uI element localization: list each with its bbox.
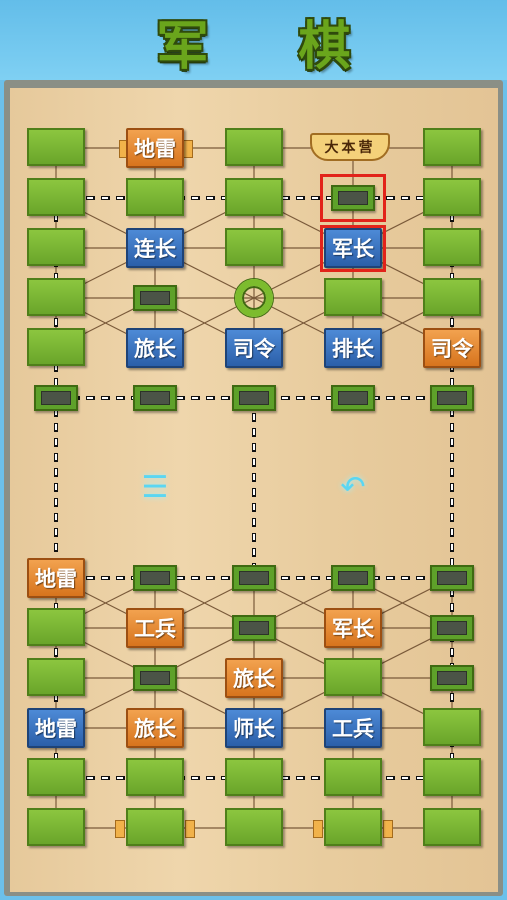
camp-square[interactable] (331, 185, 375, 211)
board-square[interactable] (423, 708, 481, 746)
undo-icon[interactable]: ↶ (340, 470, 366, 505)
board-square[interactable] (225, 128, 283, 166)
piece-blue[interactable]: 师长 (225, 708, 283, 748)
camp-square[interactable] (34, 385, 78, 411)
board-square[interactable] (324, 278, 382, 316)
piece-blue[interactable]: 司令 (225, 328, 283, 368)
board-square[interactable] (27, 328, 85, 366)
board-square[interactable] (27, 128, 85, 166)
board-square[interactable] (423, 278, 481, 316)
selection-highlight (320, 174, 386, 222)
board-square[interactable] (423, 128, 481, 166)
game-board: 地雷 大本营 连长 军长 旅长 司令 排长 司令 ☰ ↶ 地雷 工兵 军长 旅 (10, 88, 498, 892)
board-square[interactable] (423, 228, 481, 266)
hq-flag-right (183, 140, 193, 158)
camp-square[interactable] (430, 615, 474, 641)
piece-orange[interactable]: 旅长 (126, 708, 184, 748)
board-square[interactable] (225, 178, 283, 216)
board-square[interactable] (27, 658, 85, 696)
board-square[interactable] (27, 228, 85, 266)
board-square[interactable] (225, 758, 283, 796)
camp-square[interactable] (232, 615, 276, 641)
headquarters-square[interactable] (126, 808, 184, 846)
piece-orange[interactable]: 工兵 (126, 608, 184, 648)
board-square[interactable] (27, 178, 85, 216)
camp-square[interactable] (133, 565, 177, 591)
board-square[interactable] (27, 278, 85, 316)
piece-orange[interactable]: 地雷 (27, 558, 85, 598)
camp-square[interactable] (232, 565, 276, 591)
board-square[interactable] (27, 608, 85, 646)
camp-square[interactable] (232, 385, 276, 411)
selection-highlight (320, 225, 386, 272)
board-square[interactable] (324, 758, 382, 796)
board-square[interactable] (27, 758, 85, 796)
piece-orange[interactable]: 军长 (324, 608, 382, 648)
piece-blue[interactable]: 工兵 (324, 708, 382, 748)
hq-flag-right (383, 820, 393, 838)
piece-blue[interactable]: 旅长 (126, 328, 184, 368)
piece-orange[interactable]: 司令 (423, 328, 481, 368)
piece-blue[interactable]: 地雷 (27, 708, 85, 748)
camp-square[interactable] (430, 565, 474, 591)
menu-list-icon[interactable]: ☰ (141, 470, 169, 505)
camp-square[interactable] (133, 285, 177, 311)
board-square[interactable] (126, 758, 184, 796)
headquarters-square[interactable] (324, 808, 382, 846)
board-square[interactable] (225, 808, 283, 846)
board-square[interactable] (423, 758, 481, 796)
hq-flag-right (185, 820, 195, 838)
title-bar: 军 棋 (0, 0, 507, 80)
piece-orange[interactable]: 旅长 (225, 658, 283, 698)
piece-blue[interactable]: 排长 (324, 328, 382, 368)
piece-blue[interactable]: 军长 (324, 228, 382, 268)
board-square[interactable] (423, 808, 481, 846)
board-square[interactable] (225, 228, 283, 266)
camp-square[interactable] (331, 385, 375, 411)
hq-flag-left (115, 820, 125, 838)
board-square[interactable] (423, 178, 481, 216)
hq-flag-left (313, 820, 323, 838)
board-square[interactable] (324, 658, 382, 696)
headquarters-label[interactable]: 大本营 (310, 133, 390, 161)
camp-square[interactable] (430, 385, 474, 411)
ring-marker-icon (235, 279, 273, 317)
camp-square[interactable] (133, 665, 177, 691)
board-square[interactable] (27, 808, 85, 846)
piece-blue[interactable]: 连长 (126, 228, 184, 268)
camp-square[interactable] (133, 385, 177, 411)
camp-square[interactable] (331, 565, 375, 591)
camp-square[interactable] (430, 665, 474, 691)
piece-orange[interactable]: 地雷 (126, 128, 184, 168)
game-title: 军 棋 (156, 17, 387, 77)
board-square[interactable] (126, 178, 184, 216)
